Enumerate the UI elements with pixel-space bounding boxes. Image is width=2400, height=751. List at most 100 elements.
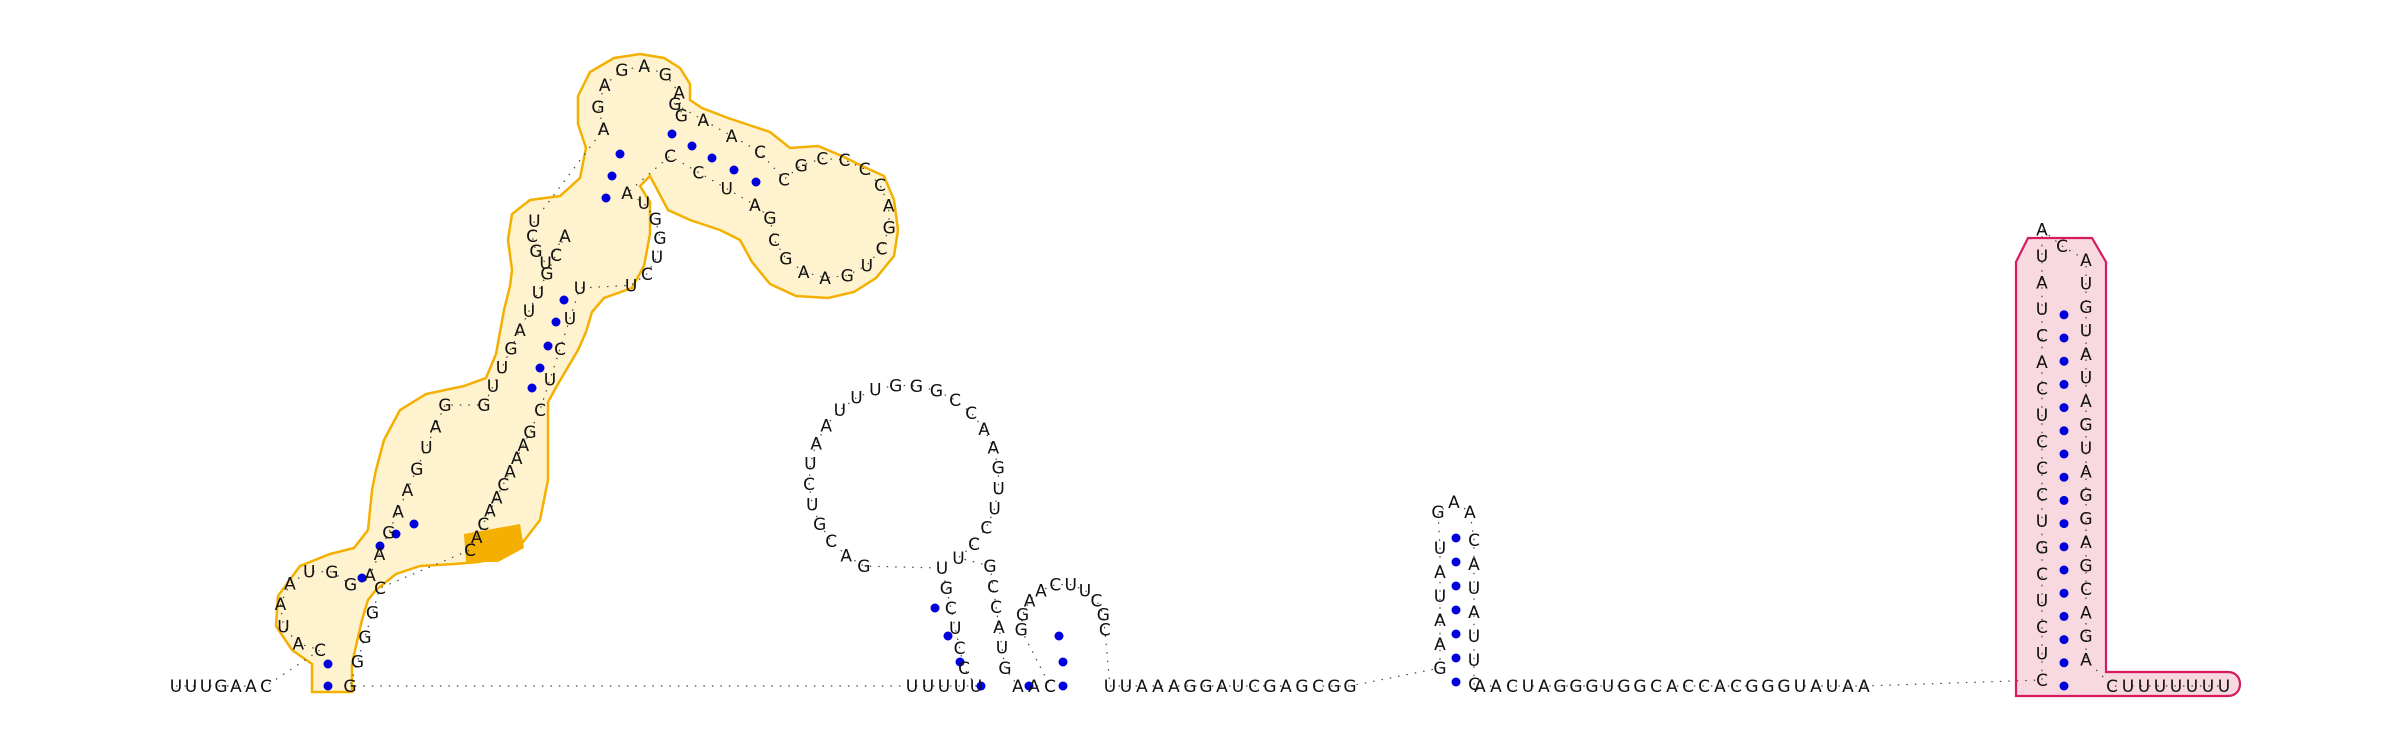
- base-pair-dot: [551, 317, 561, 327]
- nucleotide-a: A: [2080, 345, 2092, 365]
- nucleotide-u: U: [200, 677, 212, 697]
- nucleotide-a: A: [819, 269, 831, 289]
- nucleotide-g: G: [1295, 677, 1308, 697]
- nucleotide-g: G: [1183, 677, 1196, 697]
- nucleotide-u: U: [1079, 581, 1091, 601]
- nucleotide-c: C: [2056, 237, 2068, 257]
- nucleotide-c: C: [2036, 380, 2048, 400]
- nucleotide-u: U: [970, 677, 982, 697]
- nucleotide-u: U: [1468, 579, 1480, 599]
- nucleotide-c: C: [497, 475, 509, 495]
- nucleotide-c: C: [1090, 592, 1102, 612]
- nucleotide-u: U: [834, 401, 846, 421]
- nucleotide-u: U: [2202, 677, 2214, 697]
- nucleotide-a: A: [1468, 603, 1480, 623]
- base-pair-dot: [1451, 629, 1461, 639]
- base-pair-dot: [1451, 605, 1461, 615]
- nucleotide-g: G: [653, 229, 666, 249]
- nucleotide-a: A: [511, 449, 523, 469]
- base-pair-dot: [1451, 653, 1461, 663]
- nucleotide-a: A: [1538, 677, 1550, 697]
- nucleotide-u: U: [952, 549, 964, 569]
- nucleotide-a: A: [697, 111, 709, 131]
- nucleotide-g: G: [1585, 677, 1598, 697]
- nucleotide-g: G: [659, 66, 672, 86]
- nucleotide-c: C: [1099, 621, 1111, 641]
- nucleotide-g: G: [1431, 503, 1444, 523]
- nucleotide-c: C: [2036, 459, 2048, 479]
- nucleotide-u: U: [185, 677, 197, 697]
- base-pair-dot: [2059, 379, 2069, 389]
- nucleotide-u: U: [2036, 512, 2048, 532]
- nucleotide-a: A: [292, 635, 304, 655]
- nucleotide-a: A: [2080, 463, 2092, 483]
- nucleotide-c: C: [554, 340, 566, 360]
- nucleotide-a: A: [245, 677, 257, 697]
- base-pair-dot: [1451, 677, 1461, 687]
- nucleotide-c: C: [874, 176, 886, 196]
- nucleotide-g: G: [325, 563, 338, 583]
- base-pair-dot: [2059, 635, 2069, 645]
- backbone-line: [176, 65, 2224, 687]
- nucleotide-g: G: [857, 557, 870, 577]
- nucleotide-a: A: [2080, 651, 2092, 671]
- nucleotide-g: G: [2079, 298, 2092, 318]
- base-pair-dot: [2059, 403, 2069, 413]
- nucleotide-a: A: [504, 462, 516, 482]
- nucleotide-c: C: [968, 535, 980, 555]
- nucleotide-g: G: [529, 242, 542, 262]
- nucleotide-u: U: [638, 194, 650, 214]
- base-pair-dot: [1451, 533, 1461, 543]
- nucleotide-c: C: [314, 641, 326, 661]
- nucleotide-c: C: [374, 579, 386, 599]
- nucleotide-a: A: [430, 417, 442, 437]
- base-pair-dot: [559, 295, 569, 305]
- nucleotide-g: G: [998, 659, 1011, 679]
- base-pair-dot: [357, 573, 367, 583]
- nucleotide-u: U: [804, 455, 816, 475]
- nucleotide-g: G: [940, 579, 953, 599]
- nucleotide-a: A: [1434, 635, 1446, 655]
- highlight-layer: [274, 52, 2242, 698]
- base-pair-dot: [323, 659, 333, 669]
- nucleotide-u: U: [1826, 677, 1838, 697]
- nucleotide-a: A: [2036, 353, 2048, 373]
- base-pair-dot: [615, 149, 625, 159]
- base-pair-dot: [729, 165, 739, 175]
- nucleotide-g: G: [366, 604, 379, 624]
- nucleotide-u: U: [2080, 322, 2092, 342]
- nucleotide-u: U: [806, 496, 818, 516]
- nucleotide-c: C: [664, 147, 676, 167]
- nucleotide-a: A: [1858, 677, 1870, 697]
- nucleotide-a: A: [2036, 274, 2048, 294]
- nucleotide-u: U: [922, 677, 934, 697]
- nucleotide-c: C: [816, 150, 828, 170]
- base-pair-dot: [751, 177, 761, 187]
- nucleotide-g: G: [668, 95, 681, 115]
- backbone-layer: [176, 65, 2224, 687]
- nucleotide-u: U: [574, 279, 586, 299]
- nucleotide-c: C: [839, 151, 851, 171]
- nucleotide-g: G: [351, 653, 364, 673]
- nucleotide-c: C: [768, 231, 780, 251]
- nucleotide-c: C: [2080, 580, 2092, 600]
- nucleotide-u: U: [1120, 677, 1132, 697]
- nucleotide-g: G: [1343, 677, 1356, 697]
- base-pair-dot: [1058, 681, 1068, 691]
- nucleotide-g: G: [930, 382, 943, 402]
- nucleotide-a: A: [810, 435, 822, 455]
- base-pair-dot: [323, 681, 333, 691]
- base-pair-dot: [2059, 565, 2069, 575]
- base-pair-dot: [955, 657, 965, 667]
- nucleotide-a: A: [2080, 604, 2092, 624]
- nucleotide-g: G: [2035, 539, 2048, 559]
- base-pair-dot: [2059, 449, 2069, 459]
- base-pair-dot: [527, 383, 537, 393]
- nucleotide-u: U: [936, 559, 948, 579]
- nucleotide-g: G: [1327, 677, 1340, 697]
- nucleotide-c: C: [1698, 677, 1710, 697]
- nucleotide-c: C: [990, 598, 1002, 618]
- nucleotide-u: U: [1522, 677, 1534, 697]
- highlighted-bases-solid: [464, 524, 524, 562]
